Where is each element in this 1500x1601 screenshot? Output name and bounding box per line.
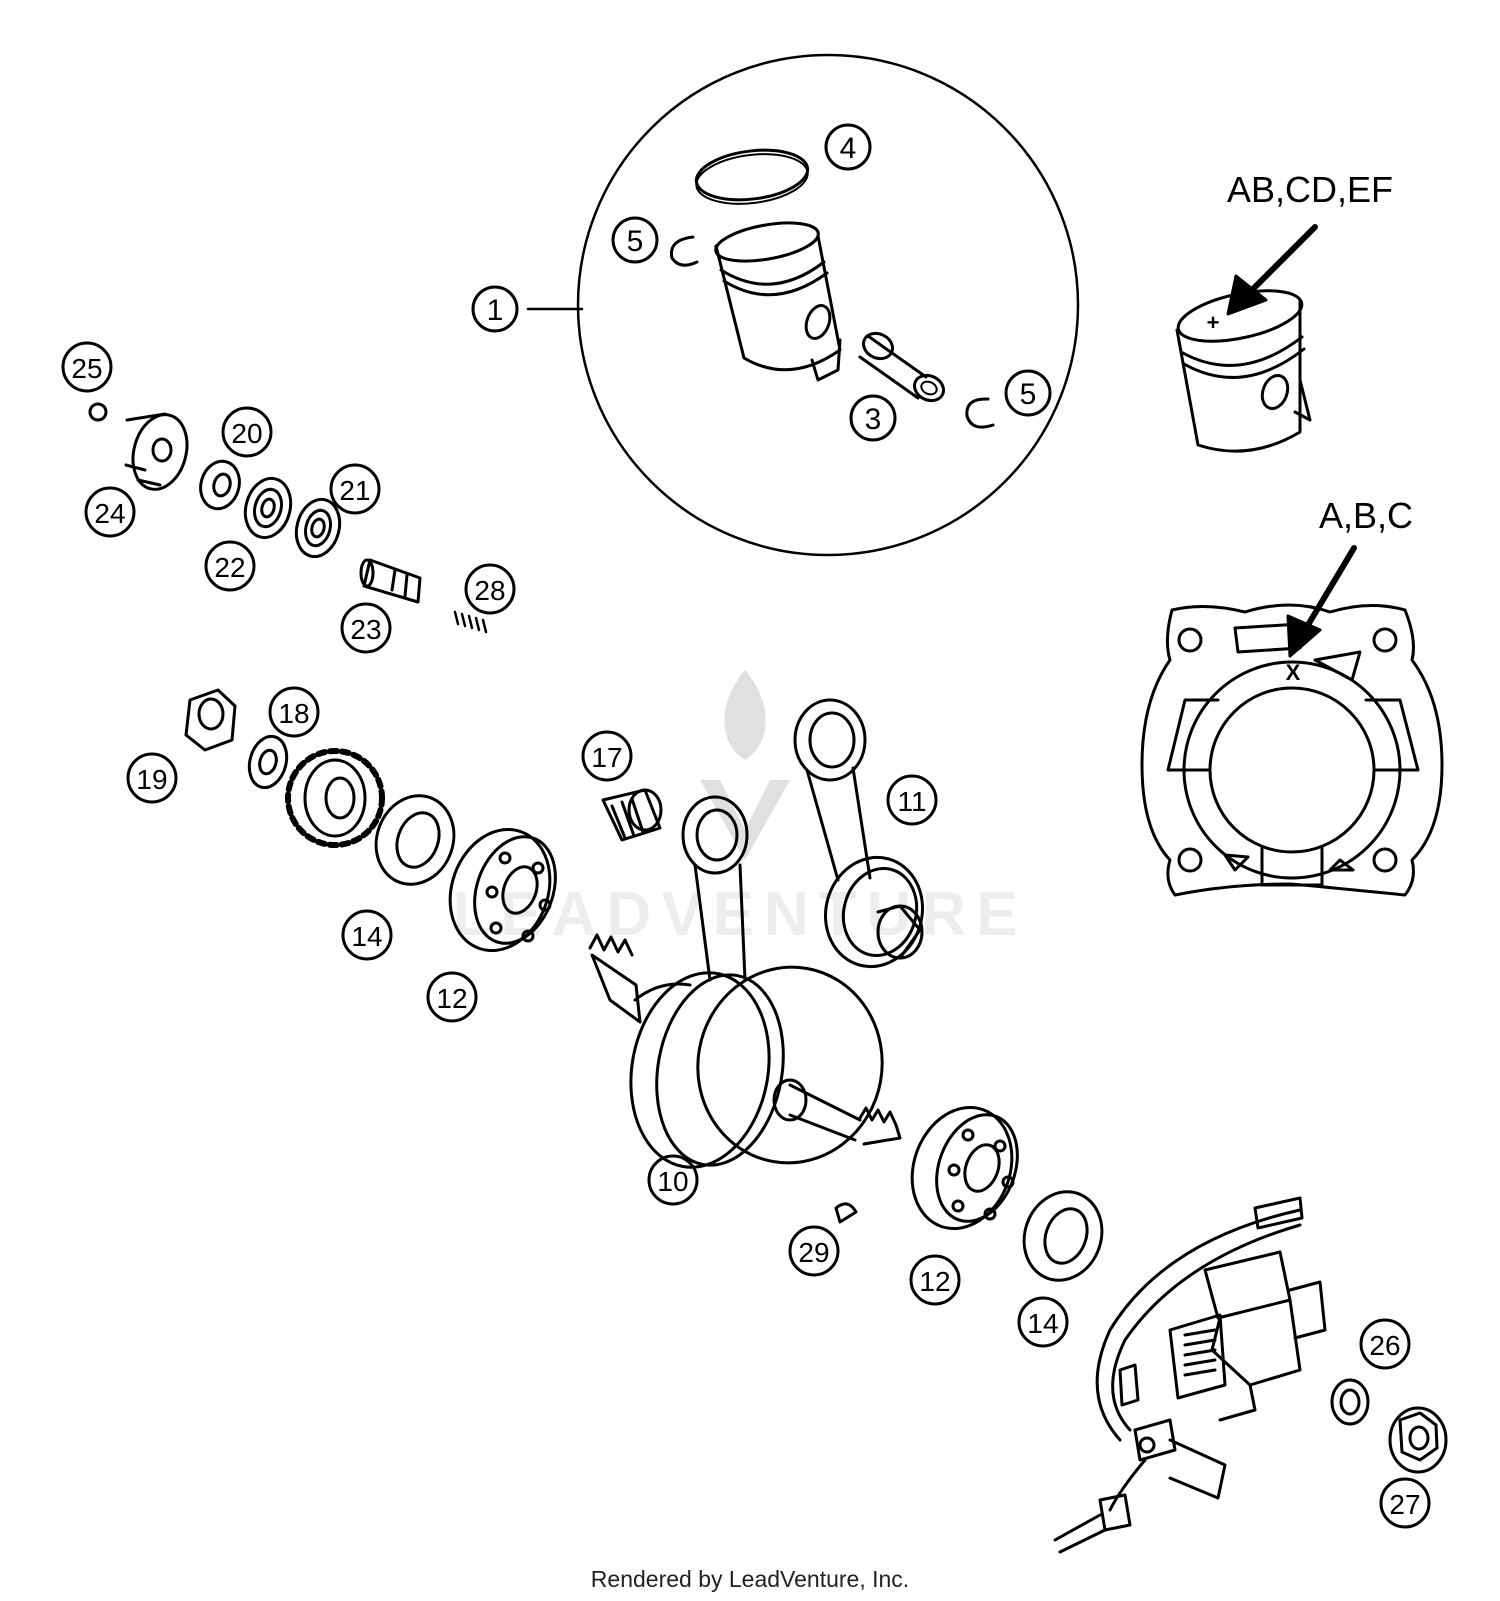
watermark-logo	[700, 670, 790, 860]
callout-22: 22	[204, 540, 256, 592]
piston-marking-label: AB,CD,EF	[1227, 169, 1393, 210]
callout-28: 28	[464, 563, 516, 615]
flange-nut	[1388, 1406, 1448, 1474]
svg-text:14: 14	[1027, 1308, 1058, 1339]
circlip-lower	[965, 397, 995, 429]
callout-12-right: 12	[909, 1254, 961, 1306]
lock-washer	[1330, 1378, 1370, 1426]
svg-text:5: 5	[1020, 378, 1037, 411]
svg-text:12: 12	[436, 983, 467, 1014]
washer-left	[247, 734, 289, 790]
callout-14-left: 14	[341, 909, 393, 961]
connecting-rod-upper	[793, 698, 925, 969]
callout-20: 20	[221, 406, 273, 458]
callout-10: 10	[647, 1154, 699, 1206]
callout-5-upper: 5	[611, 216, 659, 264]
stator-plate	[1053, 1196, 1327, 1554]
svg-text:26: 26	[1369, 1330, 1400, 1361]
svg-text:17: 17	[591, 742, 622, 773]
oil-seal-left	[374, 794, 456, 886]
footer-credit: Rendered by LeadVenture, Inc.	[590, 1566, 910, 1592]
circlip-upper	[669, 235, 699, 267]
svg-text:10: 10	[657, 1166, 688, 1197]
piston-pin	[858, 331, 946, 403]
callout-11: 11	[886, 774, 938, 826]
svg-text:12: 12	[919, 1266, 950, 1297]
piston-detail-circle	[526, 53, 1080, 557]
callout-14-right: 14	[1017, 1296, 1069, 1348]
callout-25: 25	[61, 341, 113, 393]
callout-3: 3	[849, 394, 897, 442]
hex-nut-left	[184, 688, 237, 752]
svg-text:14: 14	[351, 921, 382, 952]
svg-text:29: 29	[798, 1237, 829, 1268]
callout-23: 23	[340, 602, 392, 654]
needle-bearing	[601, 788, 663, 842]
main-bearing-right	[910, 1105, 1019, 1231]
svg-text:23: 23	[350, 614, 381, 645]
cylinder-mark-arrow	[1286, 545, 1357, 658]
spring	[453, 610, 488, 634]
oil-seal-right	[1022, 1190, 1104, 1282]
piston-ring	[694, 148, 810, 205]
callout-4: 4	[824, 123, 872, 171]
callout-12-left: 12	[426, 971, 478, 1023]
cylinder-mark-symbol: X	[1286, 660, 1301, 685]
small-circlip	[88, 402, 108, 422]
impeller	[124, 412, 189, 491]
seal-ring	[199, 459, 241, 511]
piston-mark-symbol: +	[1207, 310, 1220, 335]
callout-17: 17	[581, 730, 633, 782]
svg-text:22: 22	[214, 552, 245, 583]
callout-21: 21	[329, 463, 381, 515]
cylinder-marking-label: A,B,C	[1319, 495, 1413, 536]
svg-text:18: 18	[278, 698, 309, 729]
drive-gear	[285, 748, 385, 848]
connecting-rod-lower	[681, 795, 749, 982]
svg-text:11: 11	[897, 786, 926, 817]
svg-text:19: 19	[136, 764, 167, 795]
svg-text:28: 28	[474, 575, 505, 606]
callout-26: 26	[1359, 1318, 1411, 1370]
ball-bearing-a	[243, 476, 293, 540]
svg-text:5: 5	[627, 225, 644, 258]
svg-text:20: 20	[231, 418, 262, 449]
svg-text:21: 21	[339, 475, 370, 506]
svg-text:3: 3	[865, 403, 882, 436]
svg-text:24: 24	[94, 498, 125, 529]
callout-27: 27	[1379, 1477, 1431, 1529]
callout-5-lower: 5	[1004, 369, 1052, 417]
svg-text:25: 25	[71, 353, 102, 384]
callout-18: 18	[268, 686, 320, 738]
woodruff-key	[834, 1202, 858, 1224]
callout-1: 1	[471, 285, 519, 333]
pump-shaft	[359, 558, 422, 604]
ball-bearing-b	[294, 497, 342, 559]
crankshaft	[588, 933, 902, 1169]
callout-19: 19	[126, 752, 178, 804]
svg-text:1: 1	[487, 294, 504, 327]
main-bearing-left	[448, 827, 557, 953]
piston	[714, 221, 842, 382]
svg-text:27: 27	[1389, 1489, 1420, 1520]
piston-mark-arrow	[1226, 224, 1318, 316]
callout-29: 29	[788, 1225, 840, 1277]
callout-24: 24	[84, 486, 136, 538]
svg-text:4: 4	[840, 132, 857, 165]
